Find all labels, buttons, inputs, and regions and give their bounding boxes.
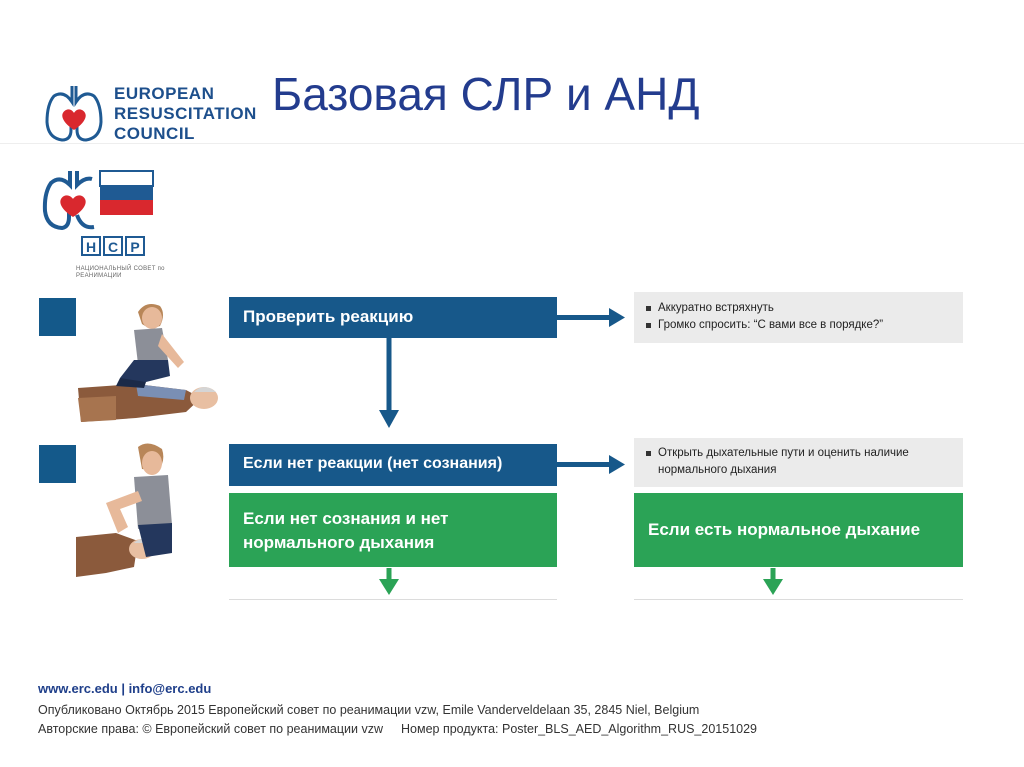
bullet-icon [646,451,651,456]
step-marker-1 [39,298,76,336]
arrow-down-icon [379,568,399,595]
page-title: Базовая СЛР и АНД [272,68,700,120]
footer-published: Опубликовано Октябрь 2015 Европейский со… [38,703,700,717]
note-text: Открыть дыхательные пути и оценить налич… [658,447,909,459]
ncp-flag-logo-icon: Н С Р [42,170,154,256]
note-text: Громко спросить: “С вами все в порядке?” [658,319,884,331]
product-number: Номер продукта: Poster_BLS_AED_Algorithm… [401,722,757,736]
ncp-letter-2: С [108,239,118,255]
erc-line-1: EUROPEAN [114,84,215,103]
footer-links[interactable]: www.erc.edu | info@erc.edu [38,681,212,696]
note-item: Аккуратно встряхнуть [646,300,951,317]
header-divider [0,143,1024,144]
note-item: Громко спросить: “С вами все в порядке?” [646,317,951,334]
erc-line-3: COUNCIL [114,124,195,143]
arrow-down-icon [379,338,399,428]
ncp-letter-1: Н [86,239,96,255]
photo-open-airway [76,441,176,581]
copyright-text: Авторские права: © Европейский совет по … [38,722,383,736]
note-item: Открыть дыхательные пути и оценить налич… [646,445,951,462]
step-no-normal-breathing: Если нет сознания и нет нормального дыха… [229,493,557,567]
divider [634,599,963,600]
step-normal-breathing: Если есть нормальное дыхание [634,493,963,567]
footer-copyright: Авторские права: © Европейский совет по … [38,722,757,736]
step-marker-2 [39,445,76,483]
arrow-down-icon [763,568,783,595]
arrow-right-icon [557,455,625,474]
erc-logo-icon [45,86,103,142]
note-check-response: Аккуратно встряхнуть Громко спросить: “С… [634,292,963,343]
step-check-response: Проверить реакцию [229,297,557,338]
erc-line-2: RESUSCITATION [114,104,257,123]
step-no-response: Если нет реакции (нет сознания) [229,444,557,486]
arrow-right-icon [557,308,625,327]
photo-check-response [76,290,221,433]
divider [229,599,557,600]
note-open-airway: Открыть дыхательные пути и оценить налич… [634,438,963,487]
erc-name: EUROPEAN RESUSCITATION COUNCIL [114,84,257,144]
bullet-icon [646,306,651,311]
bullet-icon [646,323,651,328]
ncp-letter-3: Р [130,239,139,255]
ncp-subtitle: НАЦИОНАЛЬНЫЙ СОВЕТ по РЕАНИМАЦИИ [76,266,165,279]
note-text: Аккуратно встряхнуть [658,302,774,314]
note-text-continued: нормального дыхания [658,464,777,476]
